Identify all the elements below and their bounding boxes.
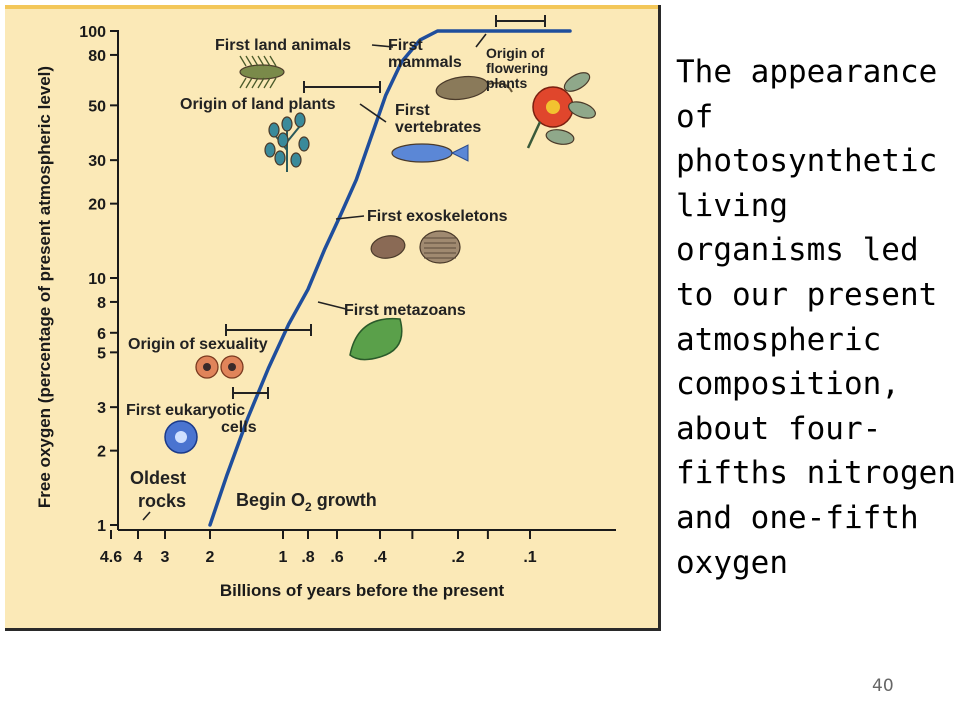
curve-layer: [208, 29, 572, 527]
y-tick-label: 50: [88, 98, 106, 115]
land-plant-icon: [294, 112, 306, 128]
flower-leaf: [545, 129, 575, 145]
leader-line: [317, 301, 347, 310]
annotation-label: First exoskeletons: [367, 208, 508, 225]
eukaryotic-nucleus: [175, 431, 187, 443]
slide-caption: The appearance of photosynthetic living …: [676, 54, 956, 581]
annotation-label: Origin of sexuality: [128, 336, 268, 353]
land-plant-icon: [298, 136, 310, 152]
annotation-label: First land animals: [215, 37, 351, 54]
mammal-icon: [435, 75, 489, 101]
ticks: 1 2 3 5 6 8 10 20 30 50 80 100 4.6 4 3 2 1 .8 .6 .4 .2 .1: [79, 24, 536, 566]
land-animal-icon: [239, 64, 285, 80]
leader-line: [142, 511, 151, 521]
slide-number: 40: [872, 676, 894, 696]
land-plant-icon: [281, 116, 293, 132]
range-bracket: [225, 324, 312, 336]
vertebrate-icon: [391, 143, 453, 163]
illustrations: [164, 55, 596, 454]
annotation-label: First metazoans: [344, 302, 466, 319]
land-plant-icon: [268, 122, 280, 138]
axes: [117, 30, 616, 531]
leader-line: [371, 44, 394, 48]
cell-nucleus: [203, 363, 211, 371]
x-tick-label: 4.6: [100, 549, 122, 566]
flower-leaf: [568, 101, 596, 119]
range-brackets: [142, 15, 546, 521]
y-tick-label: 8: [97, 295, 106, 312]
y-axis-label: Free oxygen (percentage of present atmos…: [35, 66, 54, 508]
annotation-label: Origin of land plants: [180, 96, 336, 113]
mammal-tail: [487, 82, 513, 93]
range-bracket: [303, 81, 381, 93]
y-tick-label: 1: [97, 518, 106, 535]
x-tick-label: 1: [279, 549, 288, 566]
y-tick-label: 20: [88, 197, 106, 214]
leader-line: [335, 215, 365, 220]
x-tick-label: .2: [451, 549, 464, 566]
x-tick-label: 2: [206, 549, 215, 566]
oxygen-curve: [208, 29, 572, 527]
flower-stem: [526, 121, 542, 149]
trilobite-icon: [419, 230, 461, 264]
y-tick-label: 6: [97, 326, 106, 343]
y-tick-label: 3: [97, 400, 106, 417]
land-plant-icon: [274, 150, 286, 166]
x-tick-label: .4: [373, 549, 386, 566]
vertebrate-tail: [450, 144, 469, 162]
y-tick-label: 5: [97, 345, 106, 362]
x-axis-label: Billions of years before the present: [220, 581, 505, 600]
y-tick-label: 80: [88, 48, 106, 65]
flower-leaf: [563, 72, 591, 92]
y-tick-label: 10: [88, 271, 106, 288]
land-plant-icon: [264, 142, 276, 158]
figure-panel: 1 2 3 5 6 8 10 20 30 50 80 100 4.6 4 3 2 1 .8 .6 .4 .2 .1 Fir…: [5, 5, 661, 631]
flower-center: [546, 100, 560, 114]
oxygen-chart: 1 2 3 5 6 8 10 20 30 50 80 100 4.6 4 3 2 1 .8 .6 .4 .2 .1 Fir…: [35, 15, 616, 600]
annotation-label: Begin O2 growth: [236, 490, 377, 514]
x-tick-label: .6: [330, 549, 343, 566]
y-tick-label: 2: [97, 444, 106, 461]
x-tick-label: 3: [161, 549, 170, 566]
exoskeleton-icon: [370, 235, 406, 259]
x-tick-label: 4: [134, 549, 143, 566]
land-plant-icon: [277, 132, 289, 148]
cell-nucleus: [228, 363, 236, 371]
y-tick-label: 100: [79, 24, 106, 41]
leader-line: [475, 33, 487, 48]
metazoan-icon: [349, 317, 403, 361]
leader-line: [359, 103, 387, 123]
x-tick-label: .8: [301, 549, 314, 566]
y-tick-label: 30: [88, 153, 106, 170]
x-tick-label: .1: [523, 549, 536, 566]
range-bracket: [232, 387, 269, 399]
range-bracket: [495, 15, 546, 27]
land-plant-icon: [290, 152, 302, 168]
